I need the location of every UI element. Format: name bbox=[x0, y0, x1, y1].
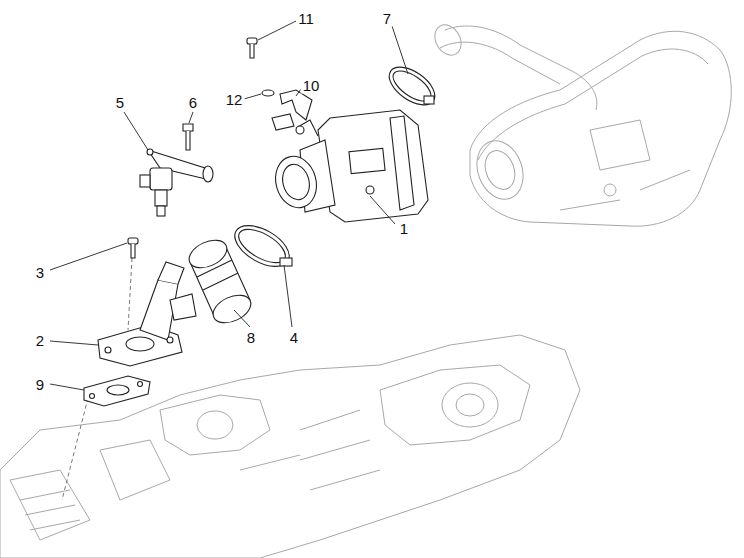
callout-number: 9 bbox=[34, 376, 46, 393]
gasket bbox=[84, 376, 150, 406]
bolt bbox=[183, 124, 193, 150]
hose-clamp bbox=[228, 217, 296, 275]
hose-clamp bbox=[383, 60, 442, 113]
engine-crankcase bbox=[0, 335, 580, 558]
callout-number: 5 bbox=[114, 94, 126, 111]
callout-number: 4 bbox=[288, 329, 300, 346]
leader-line bbox=[50, 21, 408, 390]
callout-number: 2 bbox=[34, 332, 46, 349]
callout-number: 3 bbox=[34, 264, 46, 281]
callout-number: 7 bbox=[381, 10, 393, 27]
callout-number: 8 bbox=[245, 329, 257, 346]
callout-number: 10 bbox=[301, 77, 322, 94]
throttle-body bbox=[270, 110, 428, 222]
screw bbox=[128, 238, 138, 258]
callout-number: 6 bbox=[187, 94, 199, 111]
callout-number: 12 bbox=[224, 91, 245, 108]
callout-number: 1 bbox=[398, 220, 410, 237]
air-filter-housing bbox=[430, 20, 732, 226]
fuel-injector bbox=[140, 149, 213, 216]
intake-manifold bbox=[98, 262, 196, 366]
callout-number: 11 bbox=[296, 10, 316, 27]
